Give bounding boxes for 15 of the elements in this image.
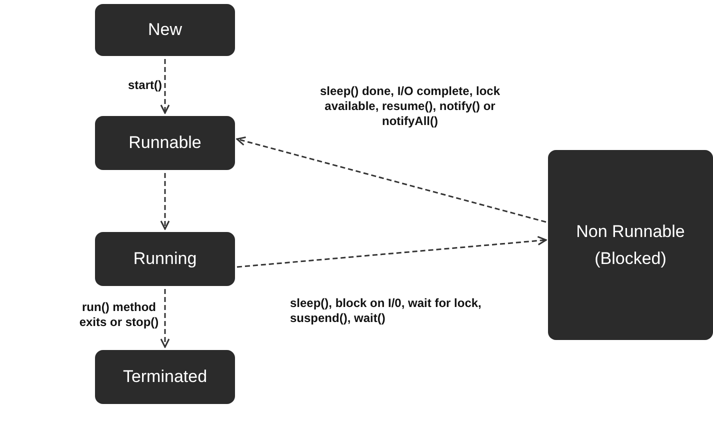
arrow (160, 173, 170, 230)
state-box (95, 4, 235, 56)
arrow (236, 136, 546, 223)
state-label: Running (133, 248, 197, 270)
arrow (160, 59, 170, 114)
state-label: Terminated (122, 366, 208, 388)
state-label: New (148, 19, 182, 42)
state-box (95, 350, 235, 404)
state-box (95, 232, 235, 286)
arrow (236, 236, 547, 268)
state-box (95, 116, 235, 170)
state-box (548, 150, 713, 340)
state-label: Non Runnable (Blocked) (575, 220, 686, 270)
arrow (160, 289, 170, 348)
state-label: Runnable (128, 132, 202, 154)
